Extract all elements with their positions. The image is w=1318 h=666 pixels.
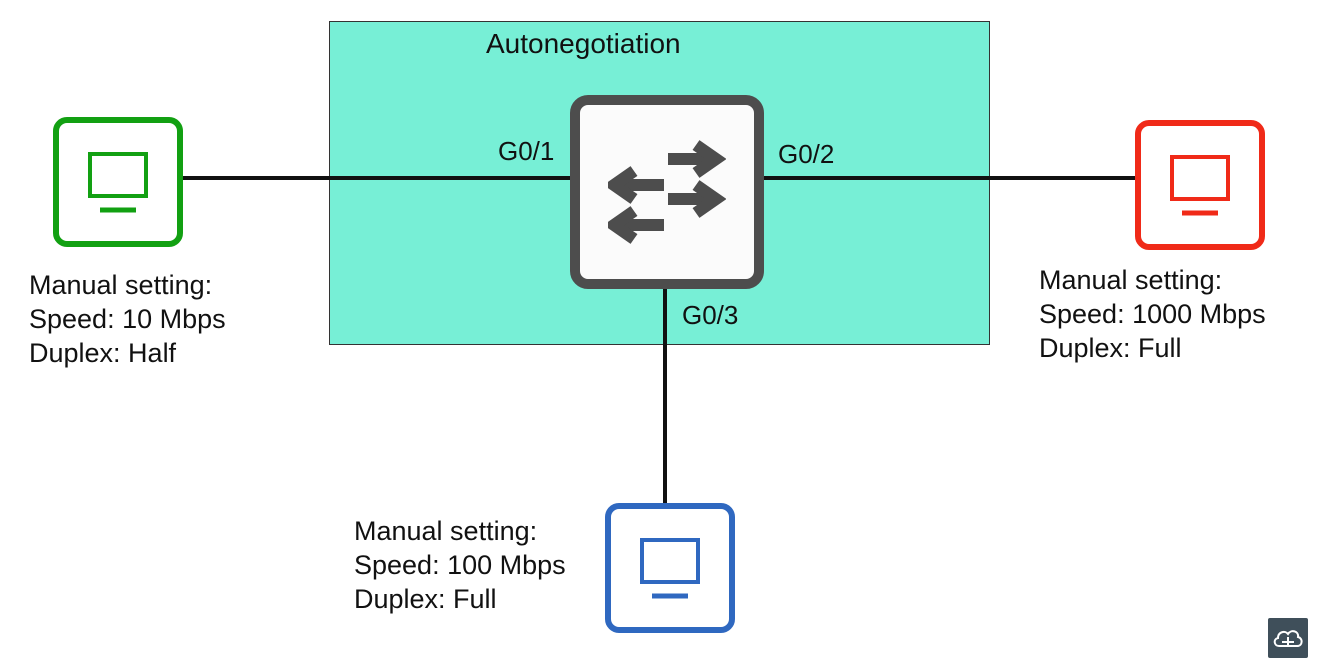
settings-left-line1: Manual setting:	[29, 270, 213, 300]
pc-bottom[interactable]	[605, 503, 735, 633]
settings-right-line3: Duplex: Full	[1039, 333, 1182, 363]
port-label-g03: G0/3	[682, 300, 739, 330]
settings-right: Manual setting: Speed: 1000 Mbps Duplex:…	[1039, 263, 1266, 365]
settings-right-line1: Manual setting:	[1039, 265, 1223, 295]
settings-bottom-line2: Speed: 100 Mbps	[354, 550, 566, 580]
settings-left-line3: Duplex: Half	[29, 338, 177, 368]
settings-bottom-line1: Manual setting:	[354, 516, 538, 546]
monitor-icon	[88, 152, 148, 213]
link-right	[763, 176, 1137, 180]
monitor-icon	[640, 538, 700, 599]
switch-arrows-icon	[608, 140, 726, 244]
switch-device[interactable]	[570, 95, 764, 289]
settings-left: Manual setting: Speed: 10 Mbps Duplex: H…	[29, 268, 226, 370]
port-label-g01: G0/1	[498, 136, 555, 166]
corner-logo	[1268, 618, 1308, 658]
settings-bottom: Manual setting: Speed: 100 Mbps Duplex: …	[354, 514, 566, 616]
link-left	[183, 176, 571, 180]
settings-left-line2: Speed: 10 Mbps	[29, 304, 226, 334]
autonegotiation-label: Autonegotiation	[486, 28, 681, 59]
pc-right[interactable]	[1135, 120, 1265, 250]
monitor-icon	[1170, 155, 1230, 216]
link-bottom	[663, 288, 667, 505]
cloud-network-icon	[1273, 630, 1303, 647]
settings-bottom-line3: Duplex: Full	[354, 584, 497, 614]
port-label-g02: G0/2	[778, 139, 835, 169]
settings-right-line2: Speed: 1000 Mbps	[1039, 299, 1266, 329]
pc-left[interactable]	[53, 117, 183, 247]
